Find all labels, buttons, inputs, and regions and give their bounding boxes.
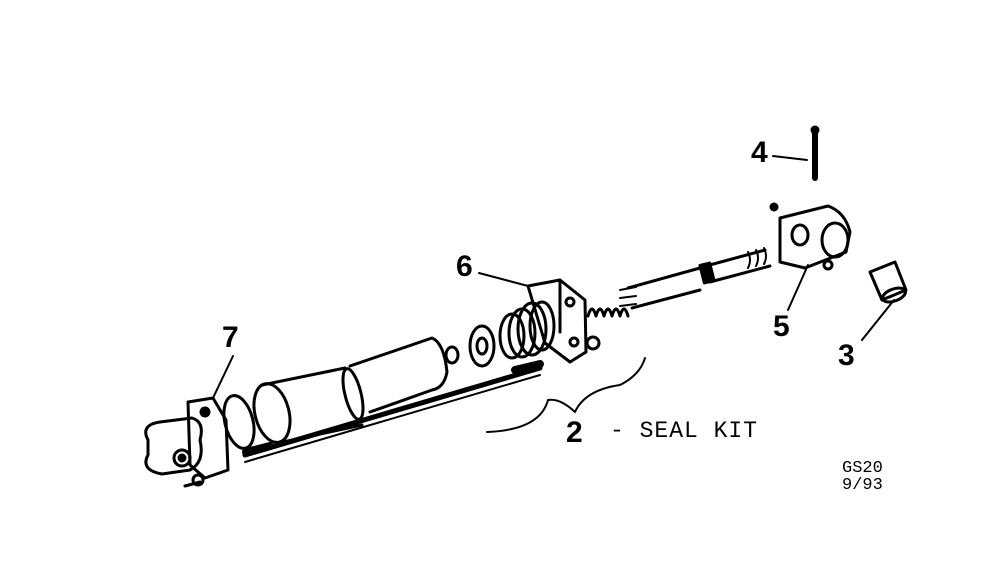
callout-3: 3 (838, 339, 855, 372)
rod-clevis (769, 202, 852, 271)
leader-5 (787, 264, 809, 311)
seal-kit-label: - SEAL KIT (610, 418, 759, 444)
cotter-pin (810, 125, 820, 181)
drawing-code-line2: 9/93 (842, 476, 883, 495)
clevis-pin (868, 260, 908, 304)
seal-kit-brace (486, 357, 646, 433)
callout-5: 5 (773, 310, 790, 343)
callout-4: 4 (751, 136, 768, 169)
base-clevis-end-cap (144, 396, 230, 488)
callout-2: 2 (566, 416, 583, 449)
leader-4 (772, 155, 808, 161)
leader-lines (212, 155, 895, 433)
leader-6 (478, 272, 529, 287)
cylinder-barrel (252, 336, 449, 444)
tie-rod (242, 335, 601, 463)
rod-end-head (526, 278, 588, 364)
leader-3 (861, 299, 895, 341)
drawing-code: GS20 9/93 (842, 460, 883, 494)
rod-spring (586, 307, 630, 318)
callout-6: 6 (456, 250, 473, 283)
piston-seals (444, 300, 556, 368)
callout-7: 7 (222, 321, 239, 354)
piston-rod (619, 247, 772, 310)
leader-7 (212, 355, 234, 399)
drawing-code-line1: GS20 (842, 459, 883, 478)
